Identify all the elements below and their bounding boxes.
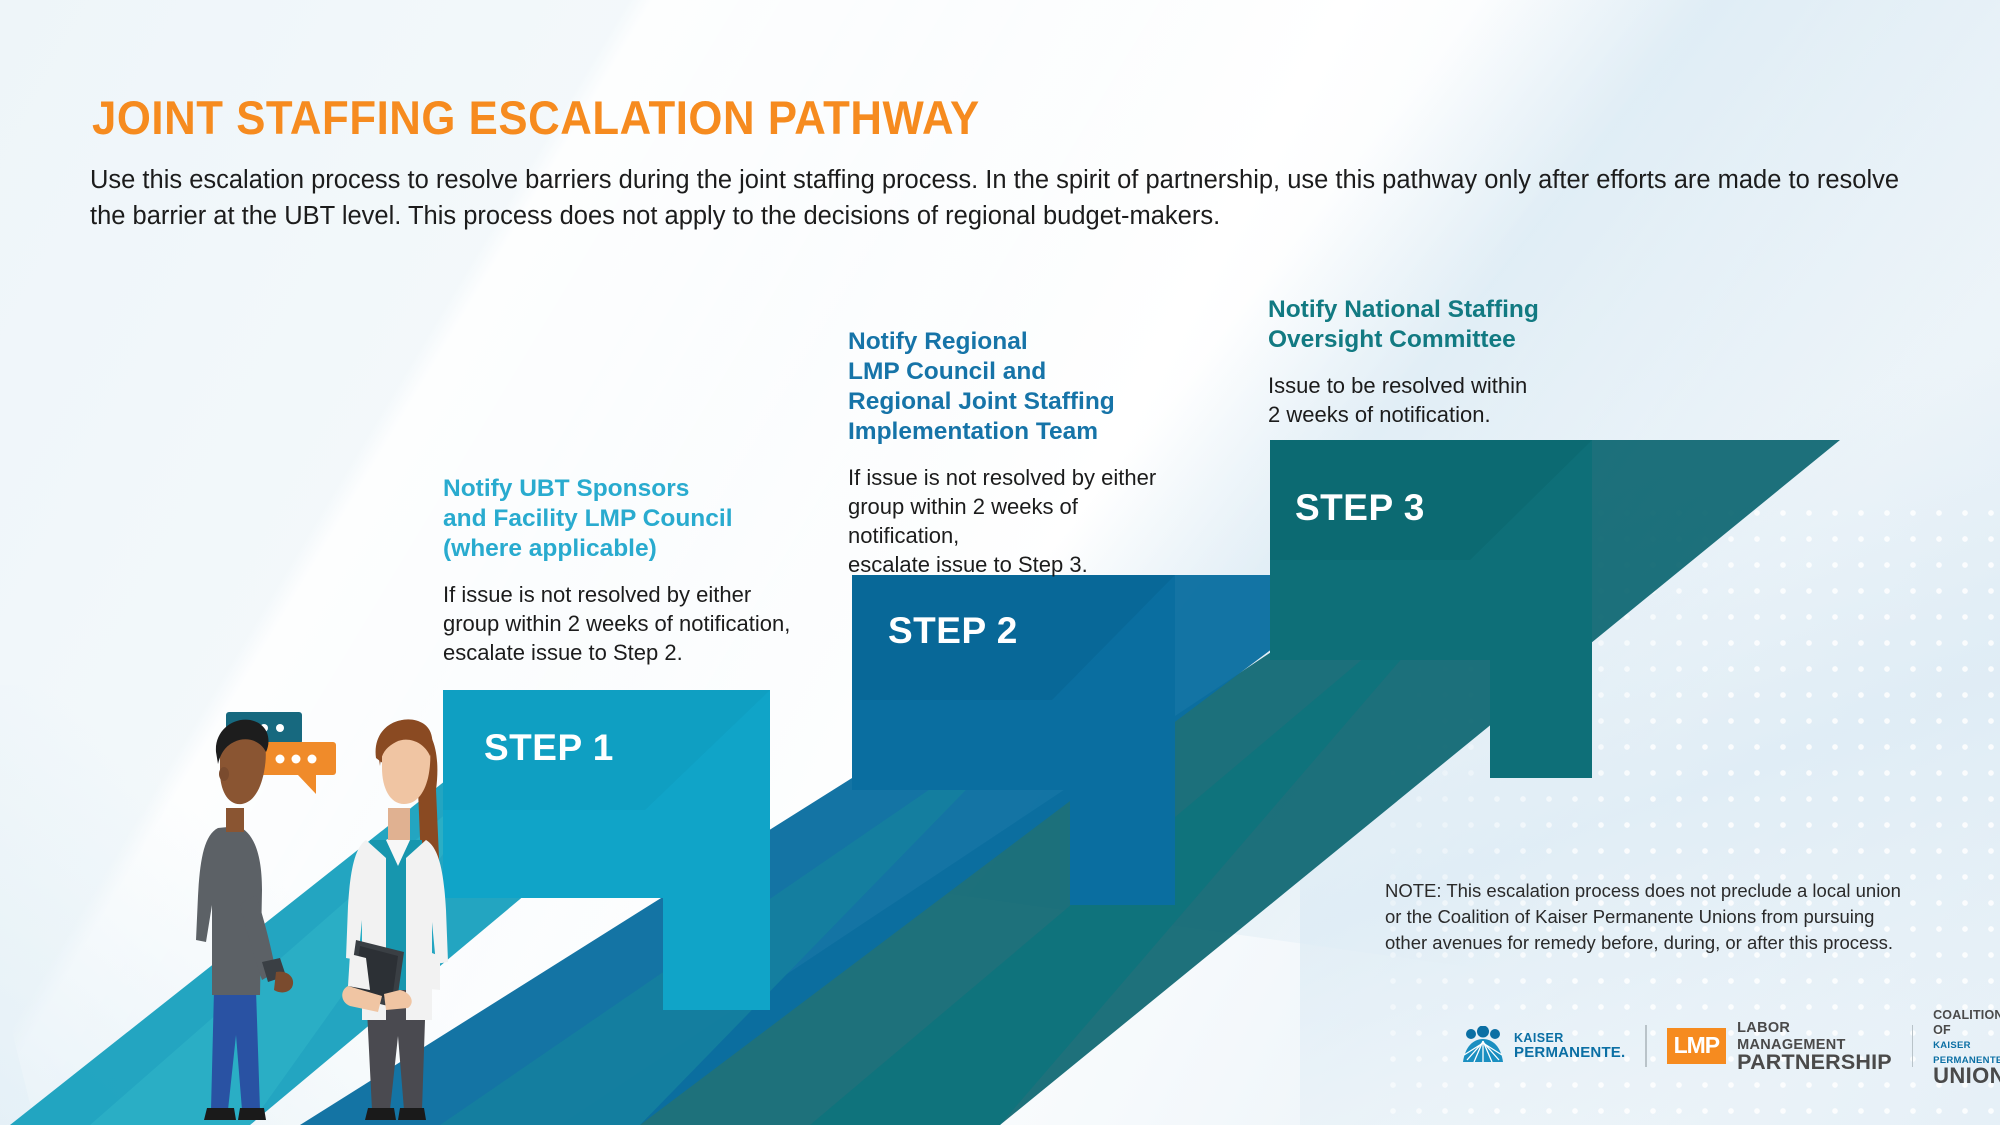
kaiser-permanente-wordmark: KAISER PERMANENTE. <box>1514 1031 1625 1060</box>
lmp-line-1: LABOR MANAGEMENT <box>1737 1020 1846 1053</box>
step-1-body: If issue is not resolved by either group… <box>443 580 823 667</box>
speech-bubble-orange-icon <box>256 742 336 794</box>
step-2-heading-line: Regional Joint Staffing <box>848 388 1115 415</box>
step-2-heading-line: LMP Council and <box>848 358 1047 385</box>
intro-paragraph: Use this escalation process to resolve b… <box>90 166 1900 230</box>
step-2-heading-line: Notify Regional <box>848 328 1028 355</box>
step-2-body-line: If issue is not resolved by either <box>848 465 1157 490</box>
coalition-line-3: UNIONS <box>1933 1063 2000 1088</box>
person-left-figure <box>196 719 294 1120</box>
footnote-note: NOTE: This escalation process does not p… <box>1385 880 1901 953</box>
step-3-heading-line: Notify National Staffing <box>1268 296 1539 323</box>
step-1-heading: Notify UBT Sponsors and Facility LMP Cou… <box>443 474 823 564</box>
page-title: JOINT STAFFING ESCALATION PATHWAY <box>92 91 980 144</box>
coalition-unions-logo: COALITION OF KAISER PERMANENTE UNIONS <box>1933 1008 2000 1088</box>
step-2-label: STEP 2 <box>888 610 1018 651</box>
step-1-body-line: If issue is not resolved by either <box>443 582 752 607</box>
step-2-heading: Notify Regional LMP Council and Regional… <box>848 327 1178 447</box>
step-3-text-block: Notify National Staffing Oversight Commi… <box>1268 295 1608 429</box>
step-1-text-block: Notify UBT Sponsors and Facility LMP Cou… <box>443 474 823 667</box>
step-1-label: STEP 1 <box>484 727 614 768</box>
step-3-heading-line: Oversight Committee <box>1268 326 1516 353</box>
lmp-mark: LMP <box>1666 1027 1727 1064</box>
step-1-heading-line: and Facility LMP Council <box>443 505 733 532</box>
logo-divider <box>1911 1024 1914 1067</box>
step-2-body-line: escalate issue to Step 3. <box>848 552 1088 577</box>
step-3-heading: Notify National Staffing Oversight Commi… <box>1268 295 1608 355</box>
lmp-wordmark: LABOR MANAGEMENT PARTNERSHIP <box>1737 1020 1892 1074</box>
logo-bar: KAISER PERMANENTE. LMP LABOR MANAGEMENT … <box>1460 1008 2000 1088</box>
step-2-body-line: group within 2 weeks of notification, <box>848 494 1078 548</box>
step-1-heading-line: Notify UBT Sponsors <box>443 475 690 502</box>
step-2-heading-line: Implementation Team <box>848 418 1099 445</box>
step-1-body-line: escalate issue to Step 2. <box>443 640 683 665</box>
step-3-label: STEP 3 <box>1295 487 1425 528</box>
coalition-line-2: KAISER PERMANENTE <box>1933 1040 2000 1066</box>
coalition-line-1: COALITION OF <box>1933 1008 2000 1037</box>
lmp-logo: LMP LABOR MANAGEMENT PARTNERSHIP <box>1666 1020 1892 1074</box>
step3-arrow <box>1270 440 1592 778</box>
kaiser-line-1: KAISER <box>1514 1031 1564 1045</box>
lmp-line-2: PARTNERSHIP <box>1737 1050 1892 1074</box>
step2-arrow <box>852 575 1175 905</box>
step-2-text-block: Notify Regional LMP Council and Regional… <box>848 327 1178 579</box>
step-3-body-line: Issue to be resolved within <box>1268 373 1528 398</box>
step-1-heading-line: (where applicable) <box>443 535 657 562</box>
kaiser-permanente-logo: KAISER PERMANENTE. <box>1460 1025 1625 1066</box>
step-2-body: If issue is not resolved by either group… <box>848 463 1178 579</box>
people-illustration <box>196 712 448 1120</box>
logo-divider <box>1645 1024 1647 1067</box>
step1-arrow <box>443 690 770 1010</box>
step-3-body: Issue to be resolved within 2 weeks of n… <box>1268 371 1608 429</box>
person-right-figure <box>342 719 448 1120</box>
kaiser-permanente-mark-icon <box>1463 1025 1503 1062</box>
step-3-body-line: 2 weeks of notification. <box>1268 402 1491 427</box>
kaiser-line-2: PERMANENTE. <box>1514 1043 1626 1061</box>
step-1-body-line: group within 2 weeks of notification, <box>443 611 791 636</box>
